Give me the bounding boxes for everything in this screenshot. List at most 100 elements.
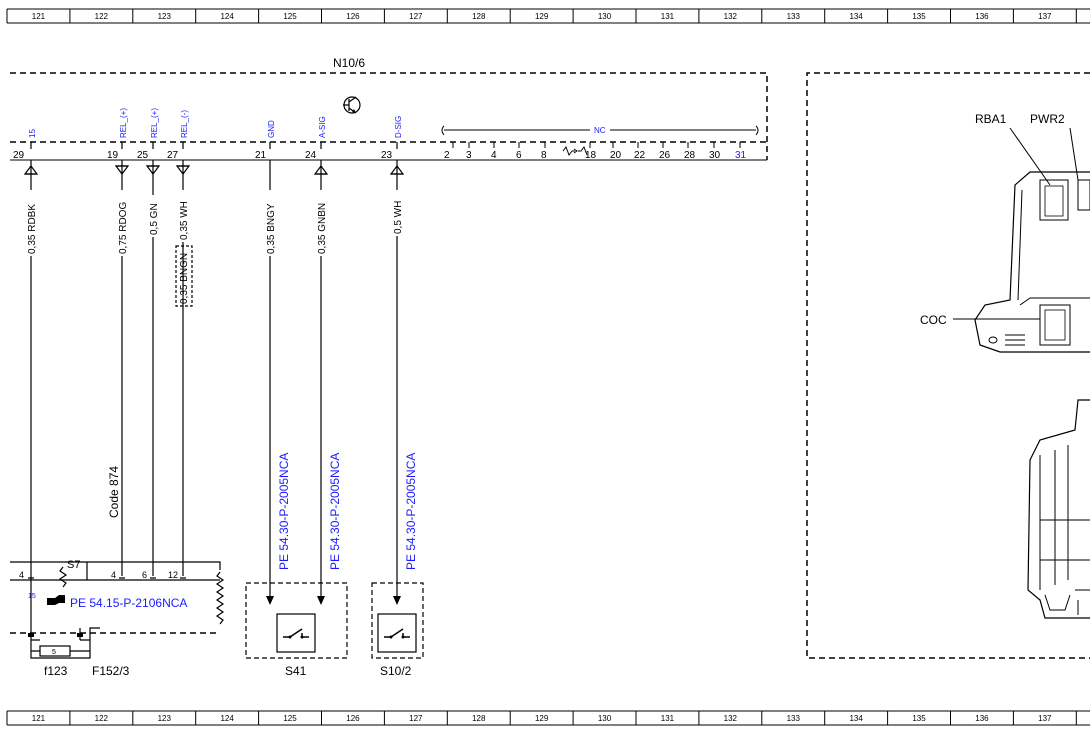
bottom-ruler-col-137: 137: [1038, 714, 1052, 723]
signal-15: 15: [28, 129, 37, 138]
pe-references: PE 54.30-P-2005NCA PE 54.30-P-2005NCA PE…: [277, 453, 418, 570]
label-coc: COC: [920, 313, 947, 327]
bottom-ruler-col-135: 135: [912, 714, 926, 723]
bottom-ruler-col-124: 124: [220, 714, 234, 723]
bottom-ruler-col-133: 133: [787, 714, 801, 723]
wire-label-24: 0,35 GNBN: [317, 203, 328, 254]
s10-2-label: S10/2: [380, 664, 412, 678]
top-ruler-col-126: 126: [346, 12, 360, 21]
nc-pin-28: 28: [684, 150, 696, 161]
module-title: N10/6: [333, 56, 365, 70]
bottom-ruler-col-127: 127: [409, 714, 423, 723]
label-pwr2: PWR2: [1030, 112, 1065, 126]
signal-gnd: GND: [267, 120, 276, 138]
nc-bracket: [441, 125, 759, 136]
pin-19: 19: [107, 150, 119, 161]
pin-25: 25: [137, 150, 149, 161]
ref-s10-2[interactable]: PE 54.30-P-2005NCA: [404, 453, 418, 570]
signal-d-sig: D-SIG: [394, 116, 403, 138]
fuse-section: 5 f123 F152/3: [28, 580, 130, 678]
wire-label-23: 0,5 WH: [393, 201, 404, 234]
s41-label: S41: [285, 664, 307, 678]
nc-pin-4: 4: [491, 150, 497, 161]
top-ruler-col-137: 137: [1038, 12, 1052, 21]
signal-rel-plus-25: REL_(+): [150, 108, 159, 138]
nc-pin-22: 22: [634, 150, 646, 161]
top-ruler-col-132: 132: [724, 12, 738, 21]
ref-s41-a[interactable]: PE 54.30-P-2005NCA: [277, 453, 291, 570]
f152-label: F152/3: [92, 664, 130, 678]
wire-label-27-alt: 0,35 BNGN: [179, 253, 190, 304]
module-n10-6: N10/6: [10, 56, 768, 161]
signal-nc: NC: [594, 126, 606, 135]
sam-pin-6: 6: [142, 570, 147, 580]
pin-21: 21: [255, 150, 267, 161]
top-ruler-col-129: 129: [535, 12, 549, 21]
pin-27: 27: [167, 150, 179, 161]
nc-pin-26: 26: [659, 150, 671, 161]
bottom-ruler-col-123: 123: [158, 714, 172, 723]
pin-23: 23: [381, 150, 393, 161]
pin-stubs: [30, 142, 741, 157]
signal-rel-plus-19: REL_(+): [119, 108, 128, 138]
pin-29: 29: [13, 150, 25, 161]
bottom-ruler-col-131: 131: [661, 714, 675, 723]
sam-pin-4b: 4: [111, 570, 116, 580]
bottom-ruler-col-130: 130: [598, 714, 612, 723]
wire-label-29: 0,35 RDBK: [27, 204, 38, 254]
nc-pin-3: 3: [466, 150, 472, 161]
nc-pin-2: 2: [444, 150, 450, 161]
bottom-ruler-col-128: 128: [472, 714, 486, 723]
top-ruler-col-123: 123: [158, 12, 172, 21]
wire-label-25: 0,5 GN: [149, 203, 160, 235]
top-ruler-col-128: 128: [472, 12, 486, 21]
nc-pin-6: 6: [516, 150, 522, 161]
bottom-ruler-col-126: 126: [346, 714, 360, 723]
bottom-ruler-col-136: 136: [975, 714, 989, 723]
top-ruler-col-130: 130: [598, 12, 612, 21]
wires: [23, 160, 405, 605]
top-ruler-col-127: 127: [409, 12, 423, 21]
bottom-ruler-col-132: 132: [724, 714, 738, 723]
component-illustration: RBA1 PWR2 COC: [806, 72, 1090, 659]
code-label: Code 874: [107, 466, 121, 518]
wire-label-19: 0,75 RDOG: [118, 202, 129, 254]
sam-box: S7 4 4 6 12 15 PE 54.15-P-2106NCA: [10, 559, 225, 634]
top-ruler-col-135: 135: [912, 12, 926, 21]
nc-pin-30: 30: [709, 150, 721, 161]
nc-pin-8: 8: [541, 150, 547, 161]
bottom-ruler-col-121: 121: [32, 714, 46, 723]
bottom-ruler-col-129: 129: [535, 714, 549, 723]
pointing-hand-icon: [47, 595, 65, 605]
top-ruler-col-122: 122: [95, 12, 109, 21]
signal-a-sig: A-SIG: [318, 116, 327, 138]
top-ruler-col-121: 121: [32, 12, 46, 21]
pin-24: 24: [305, 150, 317, 161]
s7-label: S7: [67, 559, 80, 571]
signal-labels: 15 REL_(+) REL_(+) REL_(-) GND A-SIG D-S…: [28, 108, 606, 138]
f123-label: f123: [44, 664, 68, 678]
ref-sam[interactable]: PE 54.15-P-2106NCA: [70, 596, 187, 610]
sam-pin-15: 15: [28, 593, 36, 600]
nc-pin-18: 18: [585, 150, 597, 161]
wire-labels: 0,35 RDBK 0,75 RDOG 0,5 GN 0,35 WH 0,35 …: [26, 190, 404, 307]
label-rba1: RBA1: [975, 112, 1007, 126]
bottom-ruler-col-134: 134: [849, 714, 863, 723]
top-ruler-col-125: 125: [283, 12, 297, 21]
switch-s41[interactable]: S41: [245, 582, 348, 678]
sam-pin-4a: 4: [19, 570, 24, 580]
top-ruler-col-136: 136: [975, 12, 989, 21]
bottom-ruler-col-122: 122: [95, 714, 109, 723]
nc-pin-31: 31: [735, 150, 747, 161]
fuse-value: 5: [52, 649, 56, 656]
ref-s41-b[interactable]: PE 54.30-P-2005NCA: [328, 453, 342, 570]
top-ruler-col-134: 134: [849, 12, 863, 21]
sam-pin-12: 12: [168, 570, 178, 580]
top-ruler-col-133: 133: [787, 12, 801, 21]
top-ruler-col-131: 131: [661, 12, 675, 21]
switch-s10-2[interactable]: S10/2: [371, 582, 424, 678]
signal-rel-minus-27: REL_(-): [180, 110, 189, 138]
wire-label-27: 0,35 WH: [179, 201, 190, 240]
